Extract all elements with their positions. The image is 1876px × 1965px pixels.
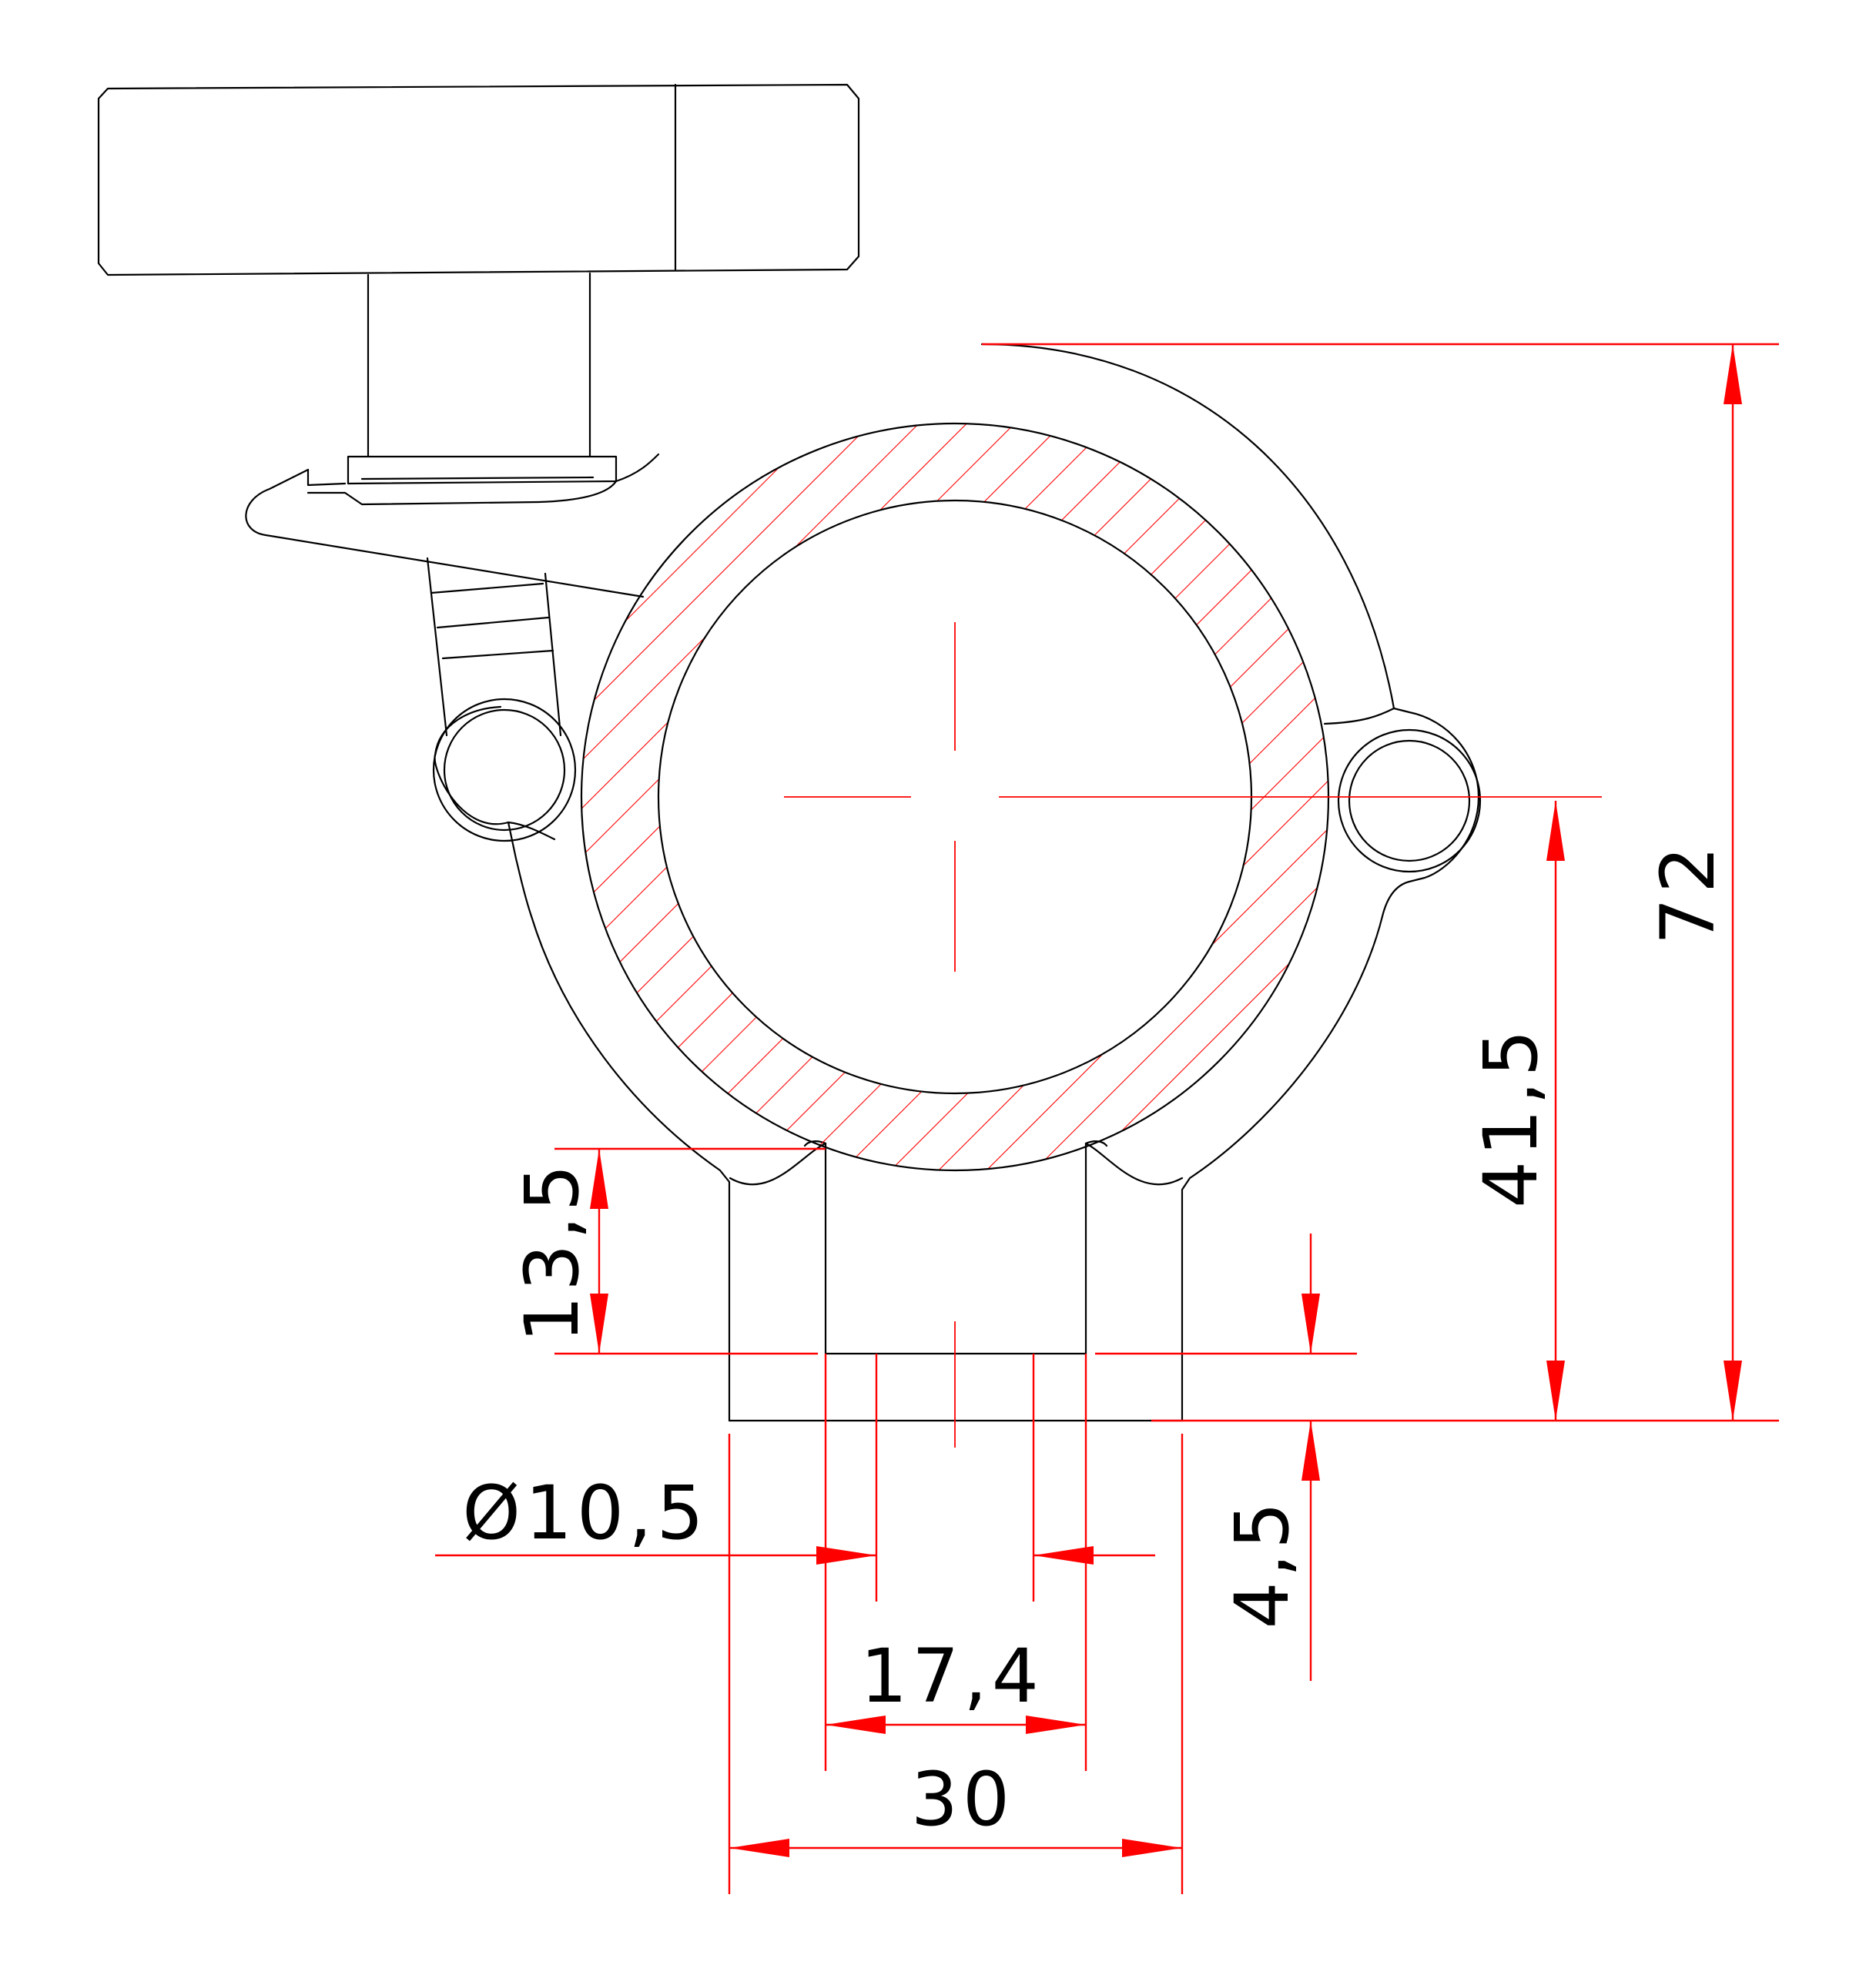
dimension-overall-height: 72 <box>982 343 1779 1422</box>
center-height-label: 41,5 <box>1468 1025 1554 1208</box>
center-lines <box>784 622 1602 1448</box>
dimension-slot-depth: 13,5 <box>509 1147 1357 1355</box>
dimension-base-width: 30 <box>728 1434 1184 1894</box>
slot-depth-label: 13,5 <box>509 1160 595 1343</box>
dimension-center-height: 41,5 <box>1468 801 1565 1421</box>
dimension-base-thickness: 4,5 <box>1219 1234 1320 1681</box>
overall-height-label: 72 <box>1645 842 1731 945</box>
base-thickness-label: 4,5 <box>1219 1498 1305 1629</box>
base-width-label: 30 <box>911 1756 1014 1843</box>
slot-width-label: 17,4 <box>860 1633 1044 1719</box>
dimension-hole-diameter: Ø10,5 <box>435 1354 1155 1602</box>
dimension-slot-width: 17,4 <box>824 1354 1087 1771</box>
hole-diameter-label: Ø10,5 <box>462 1470 708 1556</box>
